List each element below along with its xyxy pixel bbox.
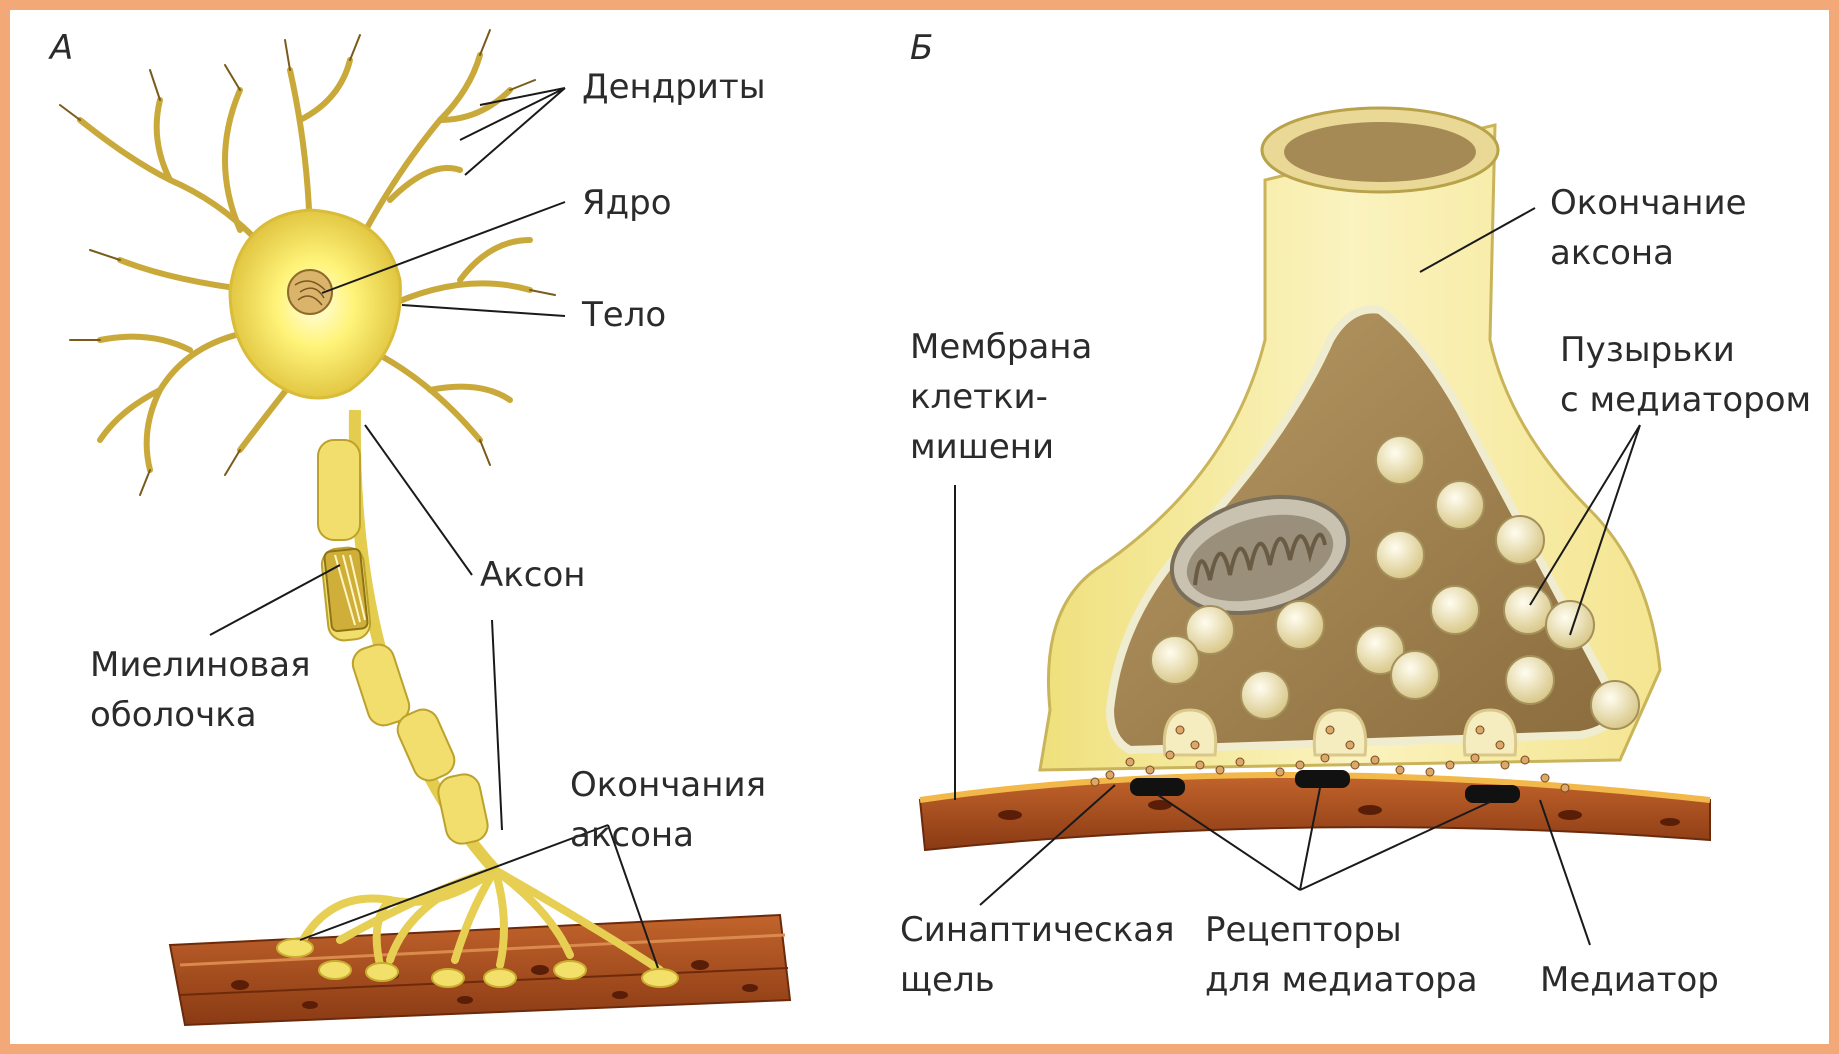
label-target-membrane: Мембрана клетки- мишени <box>910 322 1092 472</box>
label-nucleus: Ядро <box>582 178 672 228</box>
label-myelin-sheath: Миелиновая оболочка <box>90 640 311 740</box>
label-vesicles: Пузырьки с медиатором <box>1560 325 1811 425</box>
figure-frame: А Б Дендриты Ядро Тело Аксон Миелиновая … <box>10 10 1829 1044</box>
myelin-sheath-cutaway <box>324 548 368 631</box>
label-synaptic-cleft: Синаптическая щель <box>900 905 1175 1005</box>
muscle-fiber <box>170 915 790 1025</box>
label-body: Тело <box>582 290 666 340</box>
axon <box>318 410 495 870</box>
panel-a-letter: А <box>50 28 73 68</box>
label-axon: Аксон <box>480 550 586 600</box>
diagram-canvas <box>10 10 1829 1044</box>
label-receptors: Рецепторы для медиатора <box>1205 905 1478 1005</box>
panel-b-letter: Б <box>910 28 933 68</box>
label-dendrites: Дендриты <box>582 62 766 112</box>
label-axon-endings: Окончания аксона <box>570 760 766 860</box>
label-axon-ending: Окончание аксона <box>1550 178 1747 278</box>
neuron-illustration <box>60 30 790 1025</box>
label-mediator: Медиатор <box>1540 955 1719 1005</box>
